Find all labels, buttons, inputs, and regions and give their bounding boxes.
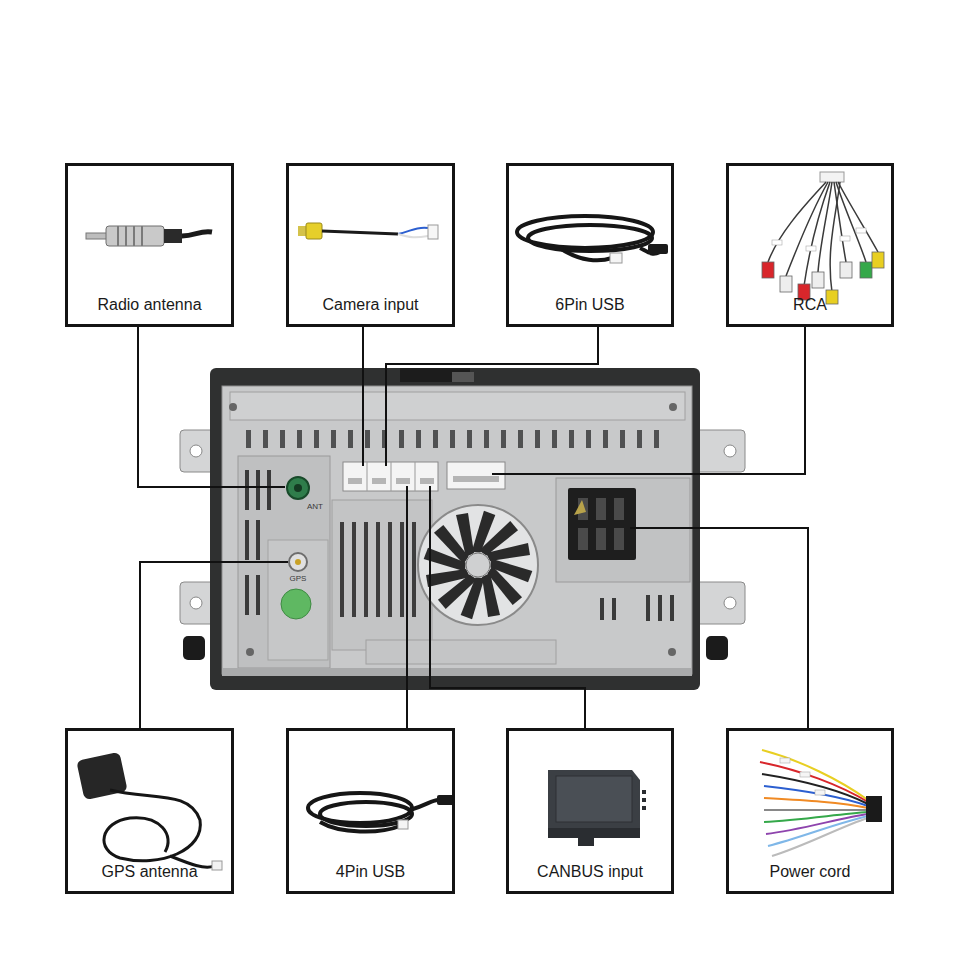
- antenna-port: [287, 477, 309, 499]
- port-label: ANT: [300, 503, 330, 511]
- canbus-box-picture: [548, 770, 646, 846]
- gps-port: [289, 553, 307, 571]
- antenna-plug-picture: [86, 226, 212, 246]
- power-box: Power cord: [726, 728, 894, 894]
- box-label: CANBUS input: [537, 862, 643, 881]
- usb-cable-picture: [517, 216, 660, 260]
- box-label: 4Pin USB: [336, 862, 405, 881]
- rca-harness-picture: [762, 172, 884, 304]
- box-label: Power cord: [770, 862, 851, 881]
- camera-cable-picture: [298, 223, 438, 239]
- leader-lines: [138, 326, 808, 728]
- usb-box: 4Pin USB: [286, 728, 455, 894]
- box-label: Radio antenna: [97, 295, 201, 314]
- gps-antenna-picture: [76, 752, 222, 870]
- qc-sticker: [281, 589, 311, 619]
- power-cord-picture: [760, 750, 868, 856]
- box-label: Camera input: [322, 295, 418, 314]
- camera-box: Camera input: [286, 163, 455, 327]
- usb-box: 6Pin USB: [506, 163, 674, 327]
- gps-box: GPS antenna: [65, 728, 234, 894]
- rca-box: RCA: [726, 163, 894, 327]
- box-label: RCA: [793, 295, 827, 314]
- box-label: 6Pin USB: [555, 295, 624, 314]
- port-label: GPS: [283, 575, 313, 583]
- box-label: GPS antenna: [101, 862, 197, 881]
- usb-cable-picture-2: [308, 793, 438, 832]
- antenna-box: Radio antenna: [65, 163, 234, 327]
- canbus-box: CANBUS input: [506, 728, 674, 894]
